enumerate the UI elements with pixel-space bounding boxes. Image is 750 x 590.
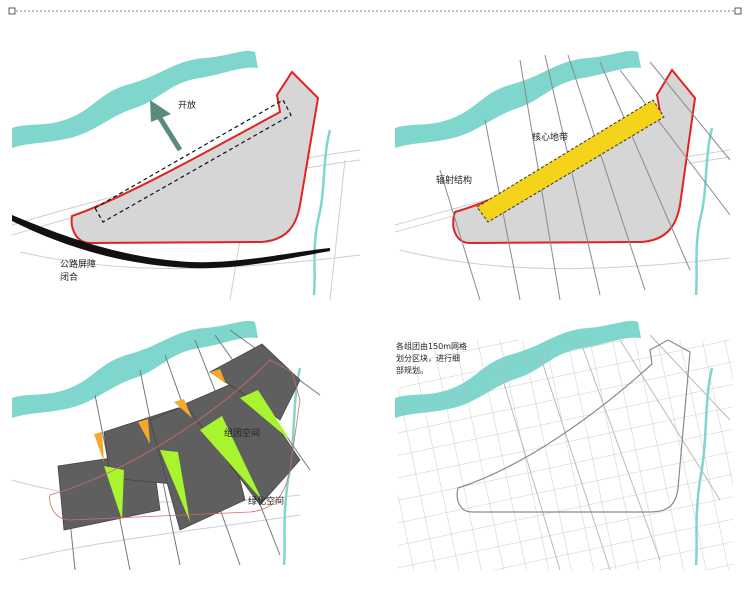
p4-radial-lines	[499, 334, 731, 571]
panel-core-radial	[394, 50, 731, 301]
p2-stream	[694, 127, 714, 296]
p3-river	[12, 320, 258, 418]
open-arrow-icon	[150, 100, 183, 152]
frame-handle-right[interactable]	[734, 7, 742, 15]
p3-green-wedges	[104, 390, 290, 522]
panel-cluster-green	[11, 320, 321, 571]
label-core: 核心地带	[532, 133, 569, 143]
note-line2: 划分区块，进行细	[396, 354, 460, 363]
panel-grid-blocks	[395, 320, 733, 571]
p1-stream	[312, 129, 332, 296]
p3-orange-nodes	[94, 369, 226, 462]
p4-grid	[398, 340, 733, 570]
p1-river	[12, 50, 258, 148]
label-barrier-line2: 闭合	[60, 273, 79, 283]
p2-core-band	[476, 99, 665, 223]
note-line1: 各组团由150m网格	[396, 342, 468, 351]
label-cluster: 组团空间	[224, 429, 261, 439]
label-open: 开放	[178, 101, 197, 111]
p2-river	[395, 50, 641, 148]
top-frame-line	[8, 7, 742, 15]
note-line3: 部规划。	[396, 366, 428, 375]
p2-radial-lines	[439, 54, 731, 301]
p1-open-zone	[94, 99, 292, 223]
p1-highway-barrier	[12, 215, 330, 269]
panel-open-closure	[11, 50, 361, 301]
p3-cluster-blocks	[57, 343, 301, 531]
p3-stream	[282, 367, 302, 566]
label-green: 绿化空间	[248, 497, 285, 507]
p4-site-outline	[456, 339, 691, 513]
frame-handle-left[interactable]	[8, 7, 16, 15]
label-radial: 辐射结构	[436, 176, 473, 186]
label-barrier-line1: 公路屏障	[60, 260, 97, 270]
p3-site-outline	[49, 359, 301, 521]
p1-site	[70, 70, 320, 245]
